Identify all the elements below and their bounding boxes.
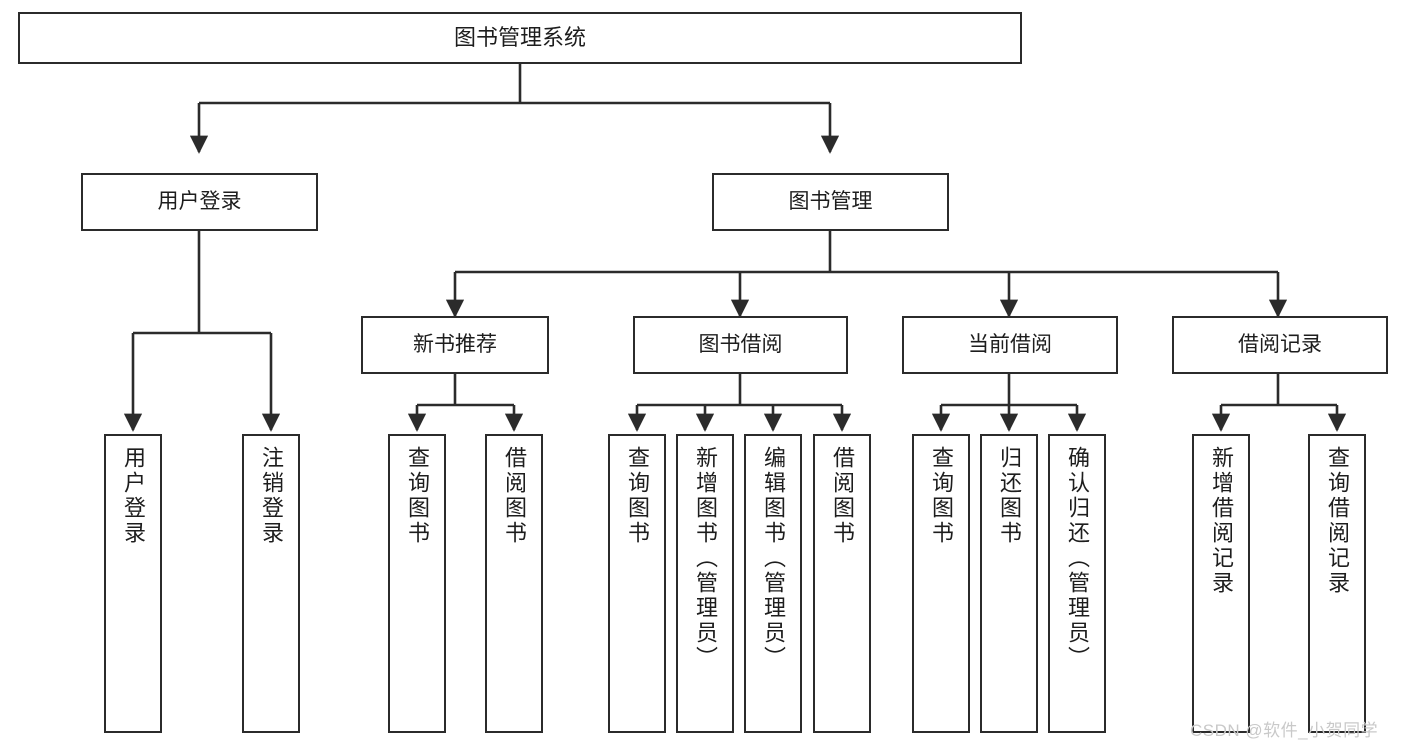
node-label: 当前借阅 [968,332,1052,356]
node-label: 确认归还（管理员） [1065,446,1090,671]
node-book-borrow[interactable]: 图书借阅 [633,316,848,374]
leaf-record-add-borrow-record[interactable]: 新增借阅记录 [1192,434,1250,733]
leaf-borrow-edit-book-admin[interactable]: 编辑图书（管理员） [744,434,802,733]
node-book-management[interactable]: 图书管理 [712,173,949,231]
node-label: 新书推荐 [413,332,497,356]
node-label: 查询借阅记录 [1325,446,1350,596]
node-label: 借阅图书 [502,446,527,546]
leaf-user-logout[interactable]: 注销登录 [242,434,300,733]
node-label: 图书管理 [788,189,873,213]
node-label: 查询图书 [625,446,650,546]
leaf-borrow-add-book-admin[interactable]: 新增图书（管理员） [676,434,734,733]
leaf-user-login[interactable]: 用户登录 [104,434,162,733]
node-label: 图书管理系统 [453,25,586,51]
node-label: 用户登录 [157,189,242,213]
node-new-book-recommend[interactable]: 新书推荐 [361,316,549,374]
leaf-borrow-borrow-book[interactable]: 借阅图书 [813,434,871,733]
leaf-recommend-borrow-book[interactable]: 借阅图书 [485,434,543,733]
node-label: 查询图书 [405,446,430,546]
node-root-library-system[interactable]: 图书管理系统 [18,12,1022,64]
node-current-borrow[interactable]: 当前借阅 [902,316,1118,374]
node-label: 用户登录 [121,446,146,546]
node-borrow-record[interactable]: 借阅记录 [1172,316,1388,374]
leaf-borrow-query-book[interactable]: 查询图书 [608,434,666,733]
node-label: 编辑图书（管理员） [761,446,786,671]
node-label: 注销登录 [259,446,284,546]
csdn-watermark: CSDN @软件_小贺同学 [1190,721,1379,740]
node-label: 借阅图书 [830,446,855,546]
leaf-current-query-book[interactable]: 查询图书 [912,434,970,733]
leaf-recommend-query-book[interactable]: 查询图书 [388,434,446,733]
node-label: 新增图书（管理员） [693,446,718,671]
node-label: 借阅记录 [1238,332,1322,356]
leaf-current-return-book[interactable]: 归还图书 [980,434,1038,733]
node-label: 查询图书 [929,446,954,546]
leaf-current-confirm-return-admin[interactable]: 确认归还（管理员） [1048,434,1106,733]
leaf-record-query-borrow-record[interactable]: 查询借阅记录 [1308,434,1366,733]
node-label: 新增借阅记录 [1209,446,1234,596]
node-label: 图书借阅 [698,332,783,356]
node-label: 归还图书 [997,446,1022,546]
node-user-login[interactable]: 用户登录 [81,173,318,231]
